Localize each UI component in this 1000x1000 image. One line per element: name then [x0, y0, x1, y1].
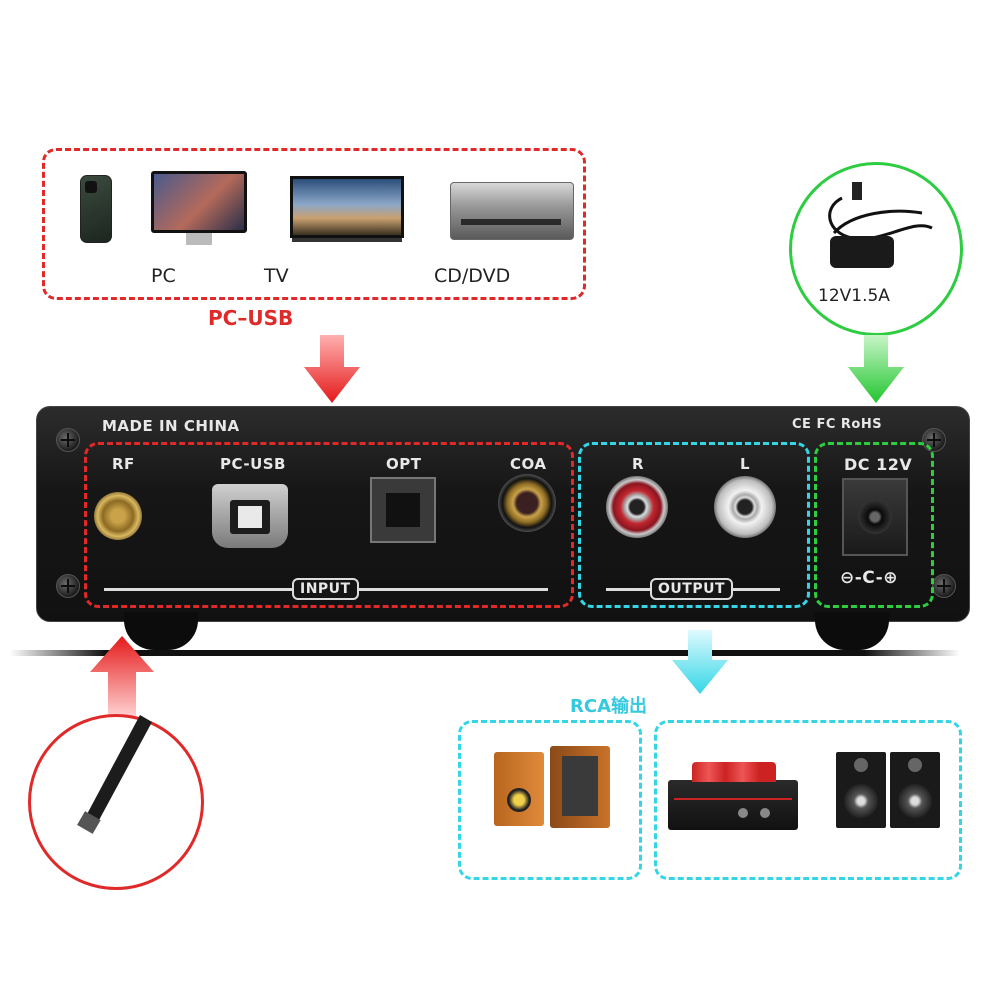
antenna-circle — [28, 714, 204, 890]
opt-label: OPT — [386, 455, 422, 473]
coaxial-port[interactable] — [498, 474, 556, 532]
pc-usb-label: PC-USB — [220, 455, 286, 473]
power-adapter-image — [828, 182, 933, 268]
antenna-image — [77, 715, 152, 834]
rca-left-port[interactable] — [714, 476, 776, 538]
optical-port[interactable] — [370, 477, 436, 543]
screw-top-right — [922, 428, 946, 452]
screw-bottom-left — [56, 574, 80, 598]
screw-top-left — [56, 428, 80, 452]
tv-stand — [292, 238, 402, 242]
input-label: INPUT — [292, 578, 359, 600]
black-speaker-left — [836, 752, 886, 828]
cd-dvd-label: CD/DVD — [434, 265, 511, 287]
dc-12v-label: DC 12V — [844, 455, 913, 474]
device-foot-left — [124, 612, 198, 650]
pc-usb-group-label: PC–USB — [208, 306, 294, 330]
red-up-arrow-icon — [90, 636, 154, 716]
rca-output-label: RCA输出 — [570, 696, 648, 717]
green-down-arrow-icon — [848, 335, 904, 403]
red-down-arrow-icon — [304, 335, 360, 403]
usb-b-port[interactable] — [212, 484, 288, 548]
made-in-china-text: MADE IN CHINA — [102, 417, 240, 435]
coa-label: COA — [510, 455, 547, 473]
tube-amplifier-image — [668, 780, 798, 830]
cyan-down-arrow-icon — [672, 630, 728, 694]
bookshelf-speakers-box — [458, 720, 642, 880]
certification-marks: CE FC RoHS — [792, 417, 883, 432]
wooden-speaker-right — [550, 746, 610, 828]
left-channel-label: L — [740, 455, 751, 473]
amplifier-speakers-box — [654, 720, 962, 880]
tv-label: TV — [264, 265, 289, 287]
rf-antenna-port[interactable] — [94, 492, 142, 540]
device-foot-right — [815, 612, 889, 650]
pc-label: PC — [151, 265, 176, 287]
cd-dvd-player-image — [450, 182, 574, 240]
input-section-box — [84, 442, 574, 608]
right-channel-label: R — [632, 455, 645, 473]
power-adapter-circle — [789, 162, 963, 336]
rca-right-port[interactable] — [606, 476, 668, 538]
power-adapter-label: 12V1.5A — [818, 286, 890, 306]
pc-monitor-image — [151, 171, 247, 233]
output-label: OUTPUT — [650, 578, 733, 600]
tv-image — [290, 176, 404, 238]
source-devices-box — [42, 148, 586, 300]
dc-section-box — [814, 442, 934, 608]
screw-bottom-right — [932, 574, 956, 598]
rf-label: RF — [112, 455, 135, 473]
smartphone-image — [80, 175, 112, 243]
device-shadow — [10, 650, 960, 656]
dc-power-jack[interactable] — [842, 478, 908, 556]
output-section-box — [578, 442, 810, 608]
dc-polarity-symbol: ⊖-C-⊕ — [840, 568, 898, 588]
wooden-speaker-left — [494, 752, 544, 826]
black-speaker-right — [890, 752, 940, 828]
pc-monitor-stand — [186, 233, 212, 245]
amplifier-tubes — [692, 762, 776, 782]
